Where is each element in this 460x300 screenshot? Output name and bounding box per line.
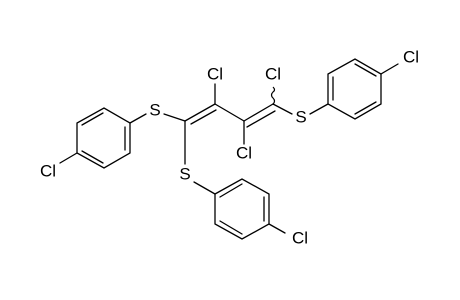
atom-cl-mid: Cl bbox=[236, 143, 252, 162]
bond-c4-cl-wavy bbox=[270, 86, 276, 105]
ring-left-double-3 bbox=[81, 112, 104, 126]
atom-s-bottom: S bbox=[179, 164, 190, 183]
atom-cl-top-left: Cl bbox=[207, 64, 223, 83]
ring-right-double-3 bbox=[354, 101, 377, 115]
ring-left bbox=[76, 107, 131, 169]
bond-s-right-ring bbox=[309, 103, 329, 115]
bond-c1-s-left bbox=[163, 113, 186, 122]
bond-c1-c2 bbox=[184, 103, 216, 122]
ring-bottom-double-3 bbox=[219, 220, 243, 235]
bond-ring-right-cl bbox=[380, 63, 399, 75]
bond-ring-bottom-cl bbox=[268, 223, 286, 234]
bond-c3-c4-double bbox=[246, 110, 276, 128]
ring-right bbox=[327, 58, 382, 120]
atom-cl-ring-left: Cl bbox=[40, 161, 56, 180]
atom-cl-ring-right: Cl bbox=[403, 47, 419, 66]
atom-cl-top-right: Cl bbox=[265, 64, 281, 83]
atom-labels: Cl Cl Cl S S S Cl Cl Cl bbox=[40, 47, 419, 247]
atom-cl-ring-bottom: Cl bbox=[292, 228, 308, 247]
ring-right-double-2 bbox=[354, 63, 377, 77]
bond-ring-left-cl bbox=[59, 152, 78, 164]
ring-left-double-2 bbox=[81, 150, 104, 164]
bond-s-left-ring bbox=[129, 113, 147, 124]
bond-c1-c2-double bbox=[190, 109, 217, 125]
bond-s-bottom-ring bbox=[193, 181, 216, 195]
bond-c4-s-right bbox=[272, 103, 293, 115]
atom-s-left: S bbox=[149, 100, 160, 119]
bond-lines bbox=[59, 58, 399, 240]
bond-c3-c4 bbox=[243, 103, 274, 122]
ring-bottom-double-1 bbox=[219, 183, 243, 198]
bond-c2-c3 bbox=[214, 103, 245, 122]
ring-bottom bbox=[214, 178, 270, 240]
atom-s-right: S bbox=[295, 107, 306, 126]
